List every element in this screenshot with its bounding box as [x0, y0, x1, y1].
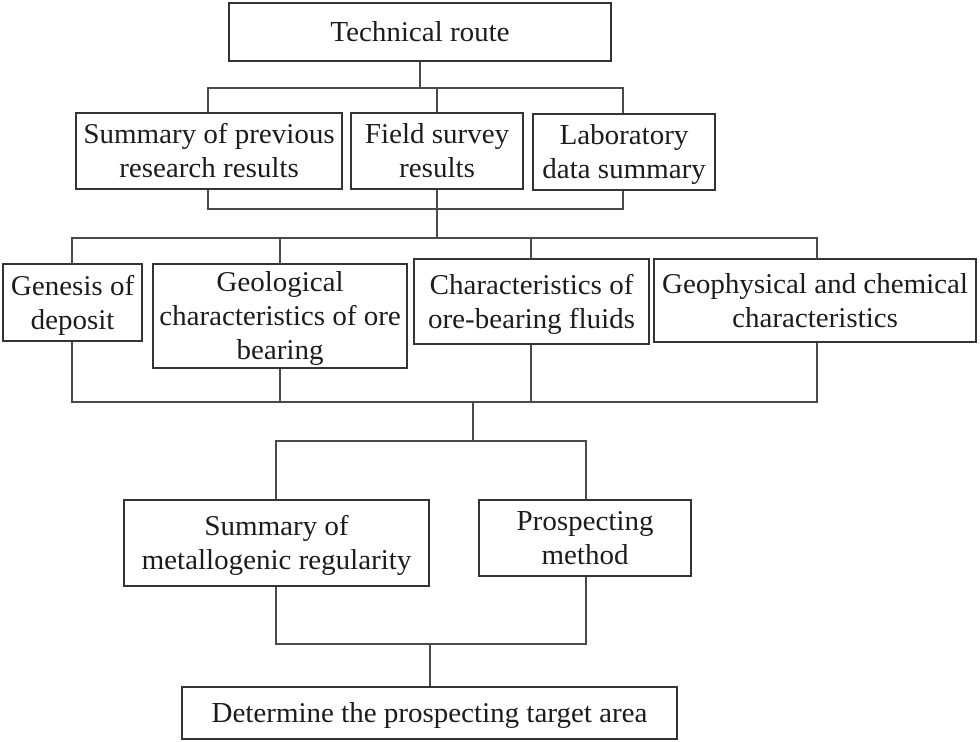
connector-level3-rise-3 — [530, 345, 532, 403]
connector-level4-drop-1 — [275, 440, 277, 499]
node-prospecting-method: Prospecting method — [478, 499, 692, 577]
connector-level2-rail — [207, 87, 624, 89]
connector-level2-collector — [207, 208, 624, 210]
connector-level3-drop-2 — [279, 237, 281, 264]
connector-level2-rise-3 — [622, 191, 624, 209]
connector-final-stem — [429, 643, 431, 686]
node-technical-route: Technical route — [228, 2, 612, 62]
node-summary-previous-research: Summary of previous research results — [75, 112, 343, 190]
node-geological-characteristics: Geological characteristics of ore bearin… — [152, 263, 408, 369]
node-laboratory-data-summary: Laboratory data summary — [532, 113, 716, 191]
connector-level3-drop-4 — [816, 237, 818, 259]
connector-level3-drop-3 — [530, 237, 532, 259]
connector-level3-collector — [71, 401, 818, 403]
connector-level2-drop-3 — [622, 87, 624, 113]
node-determine-target-area: Determine the prospecting target area — [181, 686, 678, 740]
connector-level3-drop-1 — [71, 237, 73, 264]
connector-level4-rise-1 — [275, 587, 277, 645]
connector-mid-stem — [472, 401, 474, 442]
connector-level4-rail — [275, 440, 587, 442]
connector-level2-rise-2 — [436, 190, 438, 238]
node-genesis-of-deposit: Genesis of deposit — [2, 263, 143, 342]
connector-root-stem — [419, 62, 421, 88]
connector-level4-rise-2 — [585, 577, 587, 645]
node-field-survey-results: Field survey results — [350, 112, 524, 190]
connector-level2-drop-1 — [207, 87, 209, 112]
connector-level3-rise-4 — [816, 343, 818, 403]
connector-level2-rise-1 — [207, 190, 209, 209]
connector-level3-rail — [71, 237, 818, 239]
node-ore-bearing-fluids: Characteristics of ore-bearing fluids — [413, 258, 650, 345]
connector-level3-rise-2 — [279, 369, 281, 403]
node-geophysical-chemical: Geophysical and chemical characteristics — [653, 258, 977, 343]
connector-level4-drop-2 — [585, 440, 587, 499]
connector-level3-rise-1 — [71, 342, 73, 403]
node-metallogenic-regularity: Summary of metallogenic regularity — [123, 499, 430, 587]
connector-level4-collector — [275, 643, 587, 645]
connector-level2-drop-2 — [436, 87, 438, 112]
